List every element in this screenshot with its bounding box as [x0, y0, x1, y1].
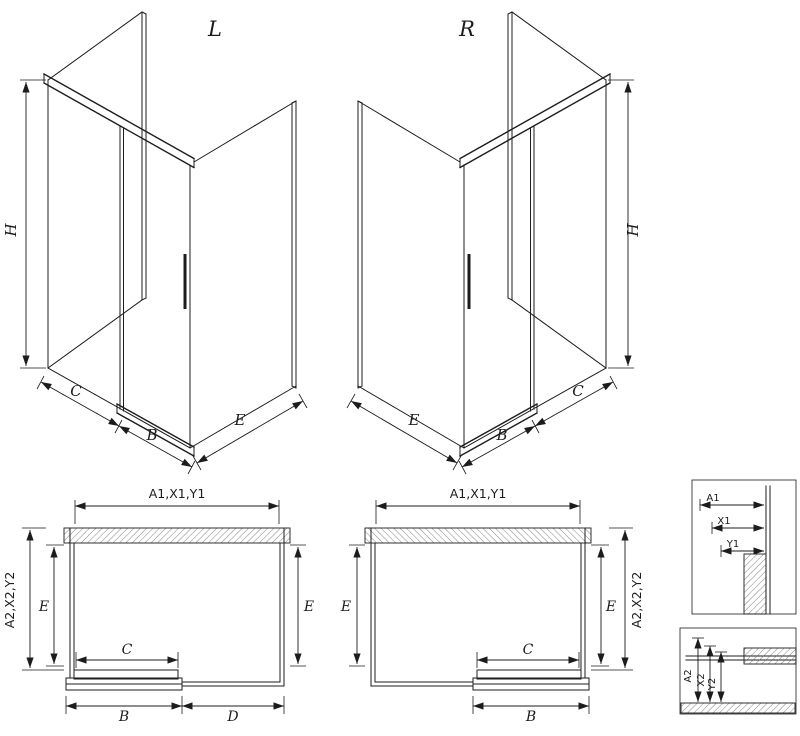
plan-left-bottom-dims	[65, 696, 285, 714]
dim-label-h: H	[2, 223, 20, 238]
dimension-e	[192, 393, 308, 471]
dim-label-a1: A1	[706, 493, 719, 504]
dim-label-b: B	[495, 426, 507, 444]
dim-label-x2: X2	[696, 673, 707, 686]
dim-label-a2x2y2: A2,X2,Y2	[2, 572, 17, 629]
dimension-c	[75, 652, 179, 668]
dim-label-y2: Y2	[707, 678, 718, 691]
dim-label-c: C	[523, 642, 534, 658]
dim-label-a1x1y1: A1,X1,Y1	[450, 486, 507, 501]
dim-label-e: E	[234, 411, 246, 429]
top-rail	[43, 73, 195, 169]
dim-label-e-right: E	[303, 599, 314, 615]
dimension-e-left	[46, 544, 64, 667]
dim-label-d: D	[226, 709, 238, 725]
glass-section	[765, 485, 771, 615]
detail-dims-top	[699, 499, 764, 557]
fixed-front-panel	[181, 681, 285, 687]
detail-dims-bottom	[692, 637, 727, 702]
dimension-h	[20, 79, 46, 369]
plan-right-labels: A1,X1,Y1 A2,X2,Y2 E E C B	[340, 486, 644, 725]
dimension-e-right	[290, 544, 306, 667]
detail-section-top: A1 X1 Y1	[691, 479, 797, 615]
dim-label-b: B	[525, 709, 536, 725]
dim-label-c: C	[572, 382, 584, 400]
detail-section-bottom: A2 X2 Y2	[679, 627, 797, 715]
plan-view-geometry	[22, 500, 306, 691]
dim-label-a2x2y2: A2,X2,Y2	[629, 572, 644, 629]
wall-glass-left	[69, 542, 75, 679]
dim-label-e-left: E	[38, 599, 49, 615]
plan-left-labels: A1,X1,Y1 A2,X2,Y2 E E C B D	[2, 486, 314, 725]
iso-view-geometry-mirrored	[347, 12, 634, 474]
dim-label-a1x1y1: A1,X1,Y1	[149, 486, 206, 501]
dimension-c-b	[36, 375, 196, 475]
dim-label-b: B	[118, 709, 129, 725]
wall-section	[680, 702, 796, 714]
dim-label-a2: A2	[683, 669, 694, 682]
dim-label-x1: X1	[717, 516, 730, 527]
plan-right-bottom-dims	[472, 696, 590, 714]
door-track	[65, 669, 183, 691]
dim-label-c: C	[122, 642, 133, 658]
side-panel-right	[189, 100, 297, 449]
dim-label-b: B	[145, 426, 157, 444]
dim-label-e: E	[408, 411, 420, 429]
variant-label-l: L	[207, 17, 222, 41]
side-panel-left	[47, 11, 147, 369]
variant-label-r: R	[458, 17, 475, 41]
wall-profile-section	[743, 647, 797, 665]
plan-view-geometry-mirrored	[349, 500, 633, 690]
dimension-a1	[74, 500, 280, 524]
iso-left-labels: L H C B E	[2, 17, 246, 444]
wall-profile-section	[743, 553, 767, 615]
dimension-a2	[22, 527, 64, 671]
dim-label-y1: Y1	[726, 539, 739, 550]
dim-label-e-left: E	[340, 599, 351, 615]
top-profile-bar	[63, 527, 291, 544]
dim-label-c: C	[70, 382, 82, 400]
iso-right-labels: R H C B E	[408, 17, 642, 444]
iso-view-geometry	[20, 11, 308, 475]
dim-label-e-right: E	[605, 599, 616, 615]
dim-label-h: H	[624, 223, 642, 238]
wall-glass-right	[279, 542, 285, 687]
